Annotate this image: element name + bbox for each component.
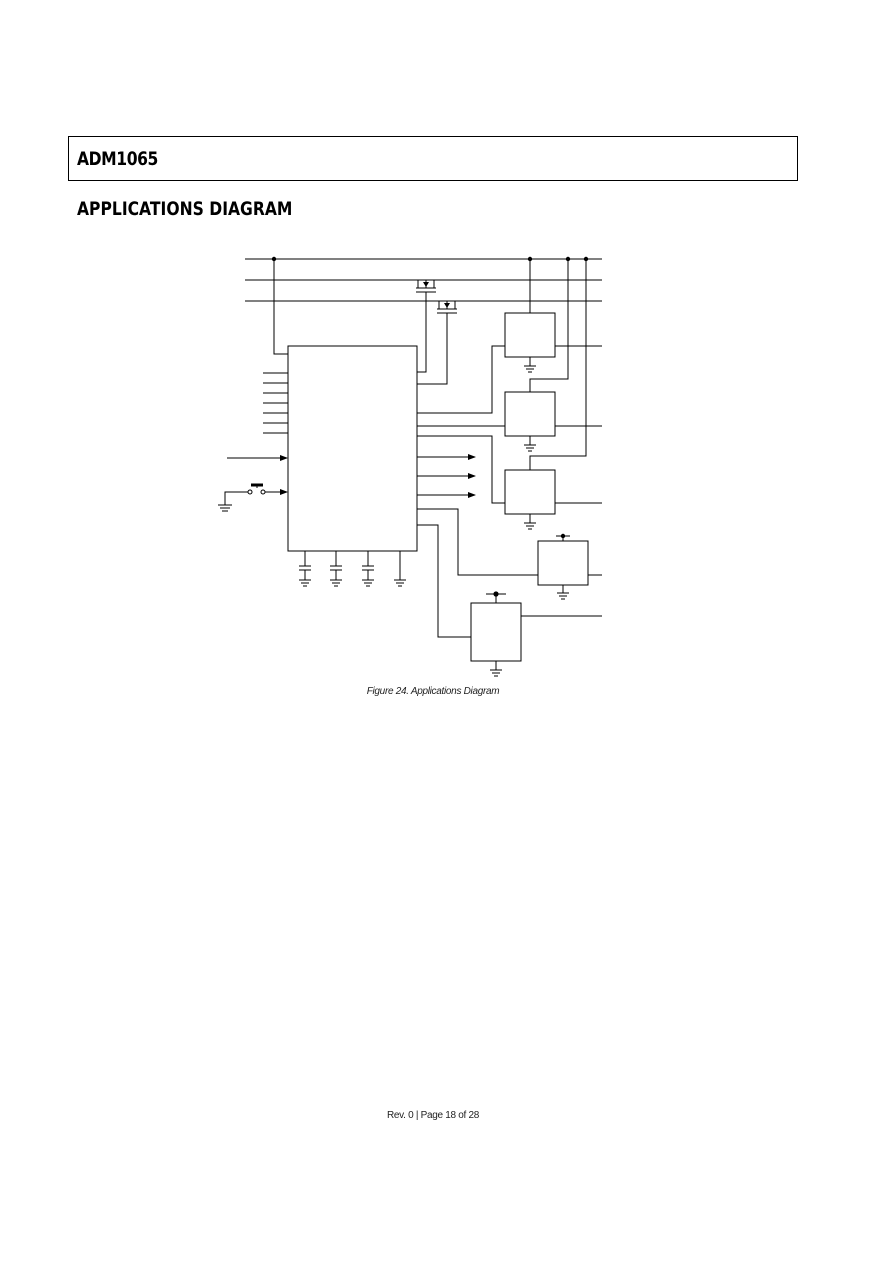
regulator-block-1	[504, 312, 556, 358]
main-ic-block	[287, 345, 418, 552]
figure-caption: Figure 24. Applications Diagram	[366, 686, 500, 697]
page-footer: Rev. 0 | Page 18 of 28	[387, 1110, 479, 1121]
part-number: ADM1065	[77, 148, 158, 170]
regulator-block-3	[504, 469, 556, 515]
header-box: ADM1065	[68, 136, 798, 181]
regulator-block-2	[504, 391, 556, 437]
supervisor-block-1	[537, 540, 589, 586]
section-title: APPLICATIONS DIAGRAM	[77, 198, 293, 220]
supervisor-block-2	[470, 602, 522, 662]
